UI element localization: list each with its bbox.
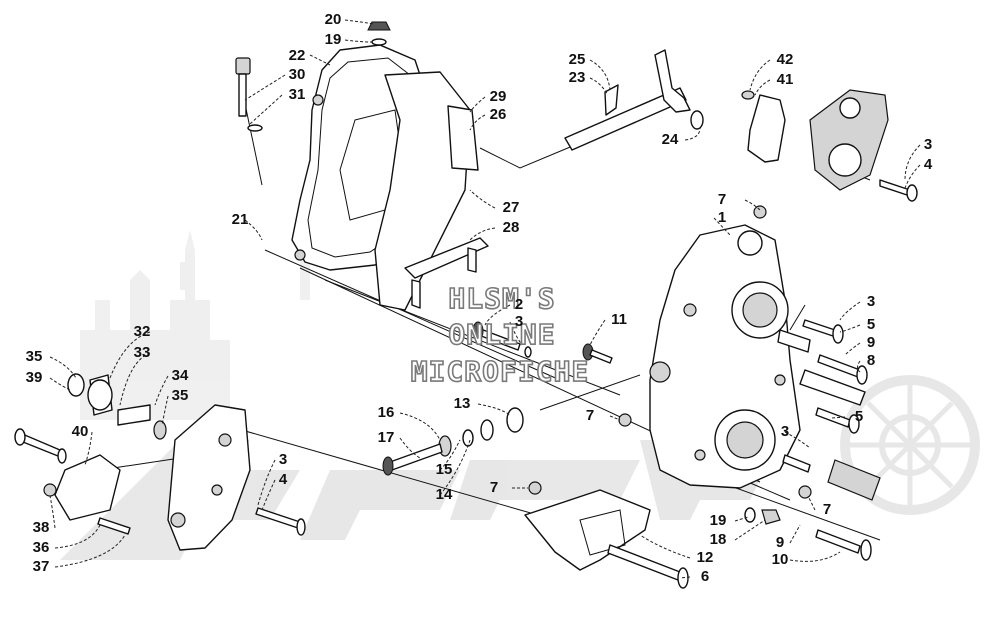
callout-16: 16 [378, 404, 395, 421]
callout-31: 31 [289, 86, 306, 103]
callout-35-right: 35 [172, 387, 189, 404]
bracket-plate [447, 105, 479, 171]
callout-3-left: 3 [279, 451, 287, 468]
leader-lines [49, 19, 921, 579]
callout-14: 14 [436, 486, 453, 503]
callout-19-lower: 19 [710, 512, 727, 529]
callout-41: 41 [777, 71, 794, 88]
callout-7-center: 7 [586, 407, 594, 424]
callout-6: 6 [701, 568, 709, 585]
callout-5-lower: 5 [855, 408, 863, 425]
callout-2: 2 [515, 296, 523, 313]
callout-23: 23 [569, 69, 586, 86]
callout-36: 36 [33, 539, 50, 556]
callout-24: 24 [662, 131, 679, 148]
callout-15: 15 [436, 461, 453, 478]
nut-lower [744, 507, 781, 525]
callout-4-left: 4 [279, 471, 288, 488]
gear-case-housing [649, 224, 801, 489]
callout-40: 40 [72, 423, 89, 440]
nuts [528, 205, 812, 499]
callout-22: 22 [289, 47, 306, 64]
callout-37: 37 [33, 558, 50, 575]
callout-8: 8 [867, 352, 875, 369]
watermark-line-3: MICROFICHE [411, 355, 590, 388]
callout-38: 38 [33, 519, 50, 536]
callout-10: 10 [772, 551, 789, 568]
callout-34: 34 [172, 367, 189, 384]
callout-7-lower: 7 [490, 479, 498, 496]
retainer-clip [404, 237, 489, 309]
callout-27: 27 [503, 199, 520, 216]
bearing-stack-left [67, 373, 167, 440]
callout-11: 11 [611, 311, 627, 328]
callout-18: 18 [710, 531, 727, 548]
callout-26: 26 [490, 106, 507, 123]
washer-stack [382, 407, 524, 476]
callout-33: 33 [134, 344, 151, 361]
bolt-center [472, 321, 532, 358]
tensioner-bracket [524, 489, 689, 589]
shift-shaft [564, 49, 704, 151]
callout-20: 20 [325, 11, 342, 28]
callout-9-lower: 9 [776, 534, 784, 551]
callout-3-right: 3 [867, 293, 875, 310]
fill-plug [367, 21, 391, 46]
callout-5-right: 5 [867, 316, 875, 333]
watermark-line-2: ONLINE [448, 318, 555, 351]
callout-19: 19 [325, 31, 342, 48]
callout-39: 39 [26, 369, 43, 386]
callout-35-left: 35 [26, 348, 43, 365]
bracket-40 [14, 428, 131, 535]
callouts: 20 19 22 30 31 25 23 29 26 24 42 41 3 4 … [26, 11, 933, 585]
callout-13: 13 [454, 395, 471, 412]
sensor-bracket [741, 89, 889, 191]
callout-30: 30 [289, 66, 306, 83]
callout-4-top: 4 [924, 156, 933, 173]
callout-3-lower: 3 [781, 423, 789, 440]
callout-3-top: 3 [924, 136, 932, 153]
callout-17: 17 [378, 429, 395, 446]
watermark-text: HLSM'S ONLINE MICROFICHE [410, 281, 590, 389]
callout-1: 1 [718, 209, 726, 226]
gasket [374, 71, 471, 311]
bolt-11 [582, 343, 613, 364]
callout-7-right: 7 [823, 501, 831, 518]
callout-29: 29 [490, 88, 507, 105]
watermark-background [80, 230, 310, 420]
callout-28: 28 [503, 219, 520, 236]
callout-25: 25 [569, 51, 586, 68]
callout-3-center: 3 [515, 313, 523, 330]
side-cover [167, 404, 251, 551]
watermark-line-1: HLSM'S [448, 282, 555, 315]
dipstick [235, 57, 263, 132]
output-shafts [777, 329, 881, 501]
callout-21: 21 [232, 211, 249, 228]
callout-9-right: 9 [867, 334, 875, 351]
gear-case-bolts [782, 319, 872, 561]
bolt-upper-right [879, 179, 918, 202]
callout-32: 32 [134, 323, 151, 340]
bolt-left-cover [255, 507, 306, 536]
callout-7-top: 7 [718, 191, 726, 208]
callout-12: 12 [697, 549, 714, 566]
callout-42: 42 [777, 51, 794, 68]
